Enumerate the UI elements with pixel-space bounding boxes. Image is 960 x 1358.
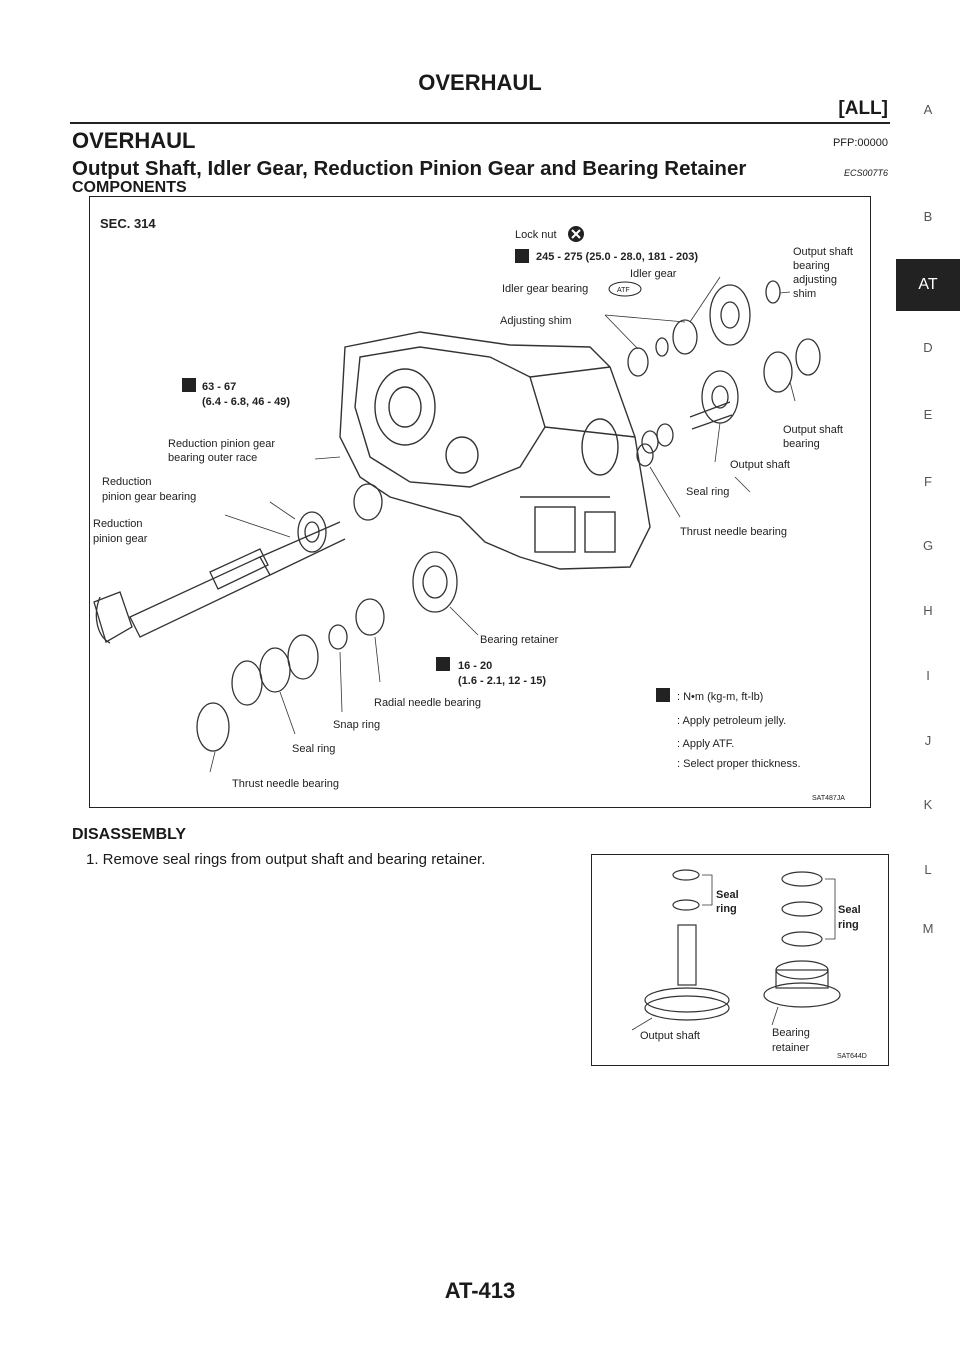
torque-icon: [182, 378, 196, 392]
tab-i[interactable]: I: [926, 668, 930, 683]
label-bearing-retainer-a: Bearing: [772, 1027, 810, 1039]
figure1-code: SAT487JA: [812, 795, 845, 802]
section-title: OVERHAUL: [72, 128, 196, 153]
label-seal-ring-1b: ring: [716, 903, 737, 915]
lock-nut-replace-icon: [568, 226, 584, 242]
label-idler-gear: Idler gear: [630, 268, 677, 280]
label-rpg-2: pinion gear: [93, 533, 148, 545]
label-output-shaft: Output shaft: [640, 1030, 700, 1042]
tab-l[interactable]: L: [924, 862, 932, 877]
sec-label: SEC. 314: [100, 216, 156, 231]
reduction-pinion-gear-drawing: [93, 521, 346, 644]
label-thrust-needle: Thrust needle bearing: [680, 526, 787, 538]
label-output-shim-1: Output shaft: [793, 246, 853, 258]
seal-ring-diagram: Seal ring Seal ring Output shaft Bearing…: [631, 869, 867, 1060]
tab-m[interactable]: M: [922, 921, 934, 936]
label-output-shaft: Output shaft: [730, 459, 790, 471]
tab-g[interactable]: G: [922, 538, 934, 553]
label-torque2a: 63 - 67: [202, 381, 236, 393]
transaxle-case-drawing: [339, 331, 651, 570]
tab-a[interactable]: A: [923, 102, 933, 117]
page-footer: AT-413: [444, 1278, 516, 1303]
label-output-shim-4: shim: [793, 288, 816, 300]
atf-icon: [608, 281, 642, 297]
tab-at[interactable]: AT: [896, 259, 960, 311]
tab-h[interactable]: H: [923, 603, 933, 618]
label-torque1: 245 - 275 (25.0 - 28.0, 181 - 203): [536, 251, 698, 263]
leader-lines-2: [631, 874, 836, 1031]
tab-j[interactable]: J: [924, 733, 932, 748]
label-rpg-outer-2: bearing outer race: [168, 452, 257, 464]
tab-f[interactable]: F: [924, 474, 932, 489]
legend-atf: : Apply ATF.: [677, 738, 734, 750]
label-output-shim-2: bearing: [793, 260, 830, 272]
torque-icon: [656, 688, 670, 702]
torque-icon: [436, 657, 450, 671]
label-snap-ring: Snap ring: [333, 719, 380, 731]
label-osb-2: bearing: [783, 438, 820, 450]
components-diagram: SEC. 314 Lock nut 245 - 275 (25.0 - 28.0…: [93, 216, 853, 802]
label-adjusting-shim: Adjusting shim: [500, 315, 572, 327]
label-bearing-retainer: Bearing retainer: [480, 634, 559, 646]
page-header-title: OVERHAUL: [418, 70, 542, 95]
page-header-subtitle: [ALL]: [838, 98, 888, 119]
label-bearing-retainer-b: retainer: [772, 1042, 810, 1054]
tab-d[interactable]: D: [923, 340, 933, 355]
components-heading: COMPONENTS: [72, 179, 187, 196]
label-lock-nut: Lock nut: [515, 229, 557, 241]
section-code: PFP:00000: [832, 137, 888, 149]
leader-lines: [209, 276, 796, 773]
shaft-and-retainer-drawing: [644, 869, 841, 1021]
label-thrust-needle2: Thrust needle bearing: [232, 778, 339, 790]
legend-star: : Select proper thickness.: [677, 758, 801, 770]
tab-e[interactable]: E: [923, 407, 933, 422]
legend-jelly: : Apply petroleum jelly.: [677, 715, 786, 727]
figure2-code: SAT644D: [837, 1053, 867, 1060]
header-rule: [70, 122, 890, 124]
label-output-shim-3: adjusting: [793, 274, 837, 286]
bearings-drawing: [196, 280, 821, 752]
label-torque2b: (6.4 - 6.8, 46 - 49): [202, 396, 290, 408]
tab-k[interactable]: K: [923, 797, 933, 812]
torque-icon: [515, 249, 529, 263]
legend-torque: : N•m (kg-m, ft-lb): [677, 691, 763, 703]
section-tabs: A B AT D E F G H I J K L M: [896, 0, 960, 1358]
label-seal-ring: Seal ring: [686, 486, 729, 498]
label-rpg-bearing-2: pinion gear bearing: [102, 491, 196, 503]
subsection-code: ECS007T6: [843, 168, 888, 178]
tab-b[interactable]: B: [923, 209, 933, 224]
seal-ring-figure: Seal ring Seal ring Output shaft Bearing…: [591, 854, 889, 1066]
label-idler-gear-bearing: Idler gear bearing: [502, 283, 588, 295]
label-rpg-1: Reduction: [93, 518, 143, 530]
label-rpg-outer-1: Reduction pinion gear: [168, 438, 275, 450]
label-seal-ring-2a: Seal: [838, 904, 861, 916]
label-radial-needle: Radial needle bearing: [374, 697, 481, 709]
label-seal-ring2: Seal ring: [292, 743, 335, 755]
subsection-title: Output Shaft, Idler Gear, Reduction Pini…: [72, 157, 747, 180]
label-rpg-bearing-1: Reduction: [102, 476, 152, 488]
step-1: 1. Remove seal rings from output shaft a…: [86, 851, 486, 868]
components-figure: SEC. 314 Lock nut 245 - 275 (25.0 - 28.0…: [89, 196, 871, 808]
atf-icon-label: ATF: [617, 287, 630, 294]
label-seal-ring-2b: ring: [838, 919, 859, 931]
label-torque3b: (1.6 - 2.1, 12 - 15): [458, 675, 546, 687]
label-seal-ring-1a: Seal: [716, 889, 739, 901]
label-torque3a: 16 - 20: [458, 660, 492, 672]
disassembly-heading: DISASSEMBLY: [72, 826, 187, 843]
label-osb-1: Output shaft: [783, 424, 843, 436]
